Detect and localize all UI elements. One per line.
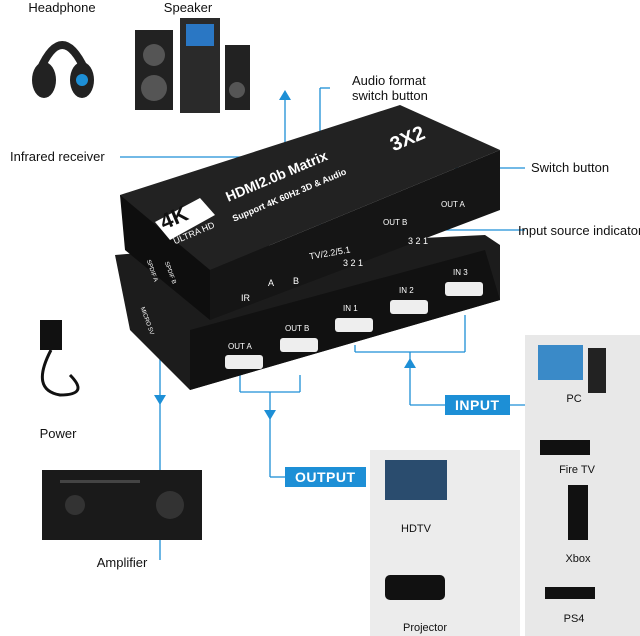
output-badge: OUTPUT: [285, 467, 366, 487]
power-label: Power: [39, 426, 77, 441]
hdtv-label: HDTV: [401, 523, 431, 535]
infrared-receiver-label: Infrared receiver: [10, 149, 105, 164]
switch-button-label: Switch button: [531, 160, 610, 175]
port-in-2: IN 2: [399, 286, 414, 295]
leds-a: 3 2 1: [408, 236, 429, 246]
audio-format-label-line2: switch button: [352, 88, 428, 103]
headphone-image: [32, 41, 94, 98]
hdtv-image: [385, 460, 447, 500]
headphone-label: Headphone: [28, 0, 96, 15]
projector-label: Projector: [402, 622, 448, 634]
ps4-label: PS4: [563, 613, 585, 625]
input-badge: INPUT: [445, 395, 510, 415]
fire-tv-label: Fire TV: [559, 464, 595, 476]
xbox-image: [568, 485, 588, 540]
xbox-label: Xbox: [565, 553, 591, 565]
jack-b-label: B: [293, 276, 300, 286]
power-adapter-image: [40, 320, 80, 397]
ps4-image: [545, 587, 595, 599]
speaker-label: Speaker: [163, 0, 213, 15]
port-out-b: OUT B: [285, 324, 310, 333]
arrow-down-icon: [264, 410, 276, 420]
projector-image: [385, 575, 445, 600]
hdmi-ports: [225, 282, 483, 369]
arrow-down-icon: [154, 395, 166, 405]
arrow-up-icon: [279, 90, 291, 100]
arrow-up-icon: [404, 358, 416, 368]
leds-b: 3 2 1: [343, 258, 364, 268]
out-b-button-label[interactable]: OUT B: [383, 218, 408, 227]
port-in-3: IN 3: [453, 268, 468, 277]
fire-tv-image: [540, 440, 590, 455]
pc-label: PC: [566, 393, 582, 405]
port-in-1: IN 1: [343, 304, 358, 313]
audio-format-label: Audio format: [352, 73, 426, 88]
amplifier-image: [42, 470, 202, 540]
jack-a-label: A: [268, 278, 275, 288]
matrix-switch-upper: [120, 105, 500, 320]
speaker-image: [135, 18, 250, 113]
pc-image: [538, 345, 583, 380]
out-a-button-label[interactable]: OUT A: [441, 200, 465, 209]
input-indicator-label: Input source indicator: [518, 223, 640, 238]
amplifier-label: Amplifier: [96, 555, 148, 570]
port-out-a: OUT A: [228, 342, 252, 351]
ir-label: IR: [241, 293, 250, 303]
